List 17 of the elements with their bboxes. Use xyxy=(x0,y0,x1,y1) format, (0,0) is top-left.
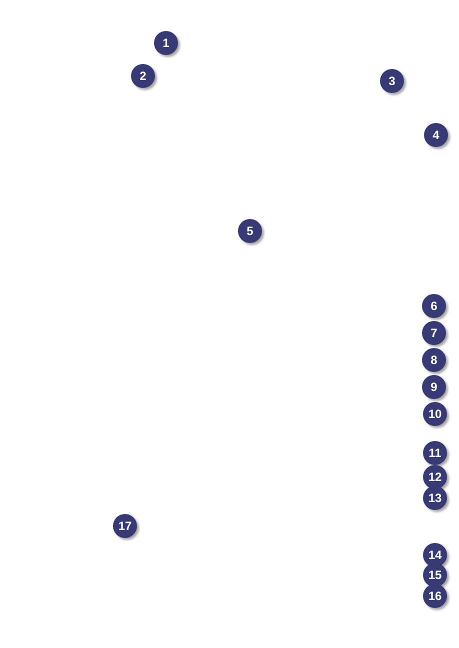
callout-number: 13 xyxy=(423,486,447,510)
callout-number: 6 xyxy=(422,294,446,318)
callout-number: 14 xyxy=(423,543,447,567)
callout-number: 2 xyxy=(131,64,155,88)
callout-number: 1 xyxy=(154,31,178,55)
callout-number: 8 xyxy=(422,348,446,372)
callout-number: 12 xyxy=(423,465,447,489)
callout-number: 5 xyxy=(238,219,262,243)
callout-number: 9 xyxy=(422,375,446,399)
callout-number: 11 xyxy=(423,441,447,465)
callout-number: 15 xyxy=(423,563,447,587)
callout-number: 7 xyxy=(422,321,446,345)
callout-number: 16 xyxy=(423,584,447,608)
callout-number: 4 xyxy=(424,123,448,147)
callout-number: 17 xyxy=(113,514,137,538)
callout-number: 3 xyxy=(380,69,404,93)
callout-number: 10 xyxy=(423,402,447,426)
